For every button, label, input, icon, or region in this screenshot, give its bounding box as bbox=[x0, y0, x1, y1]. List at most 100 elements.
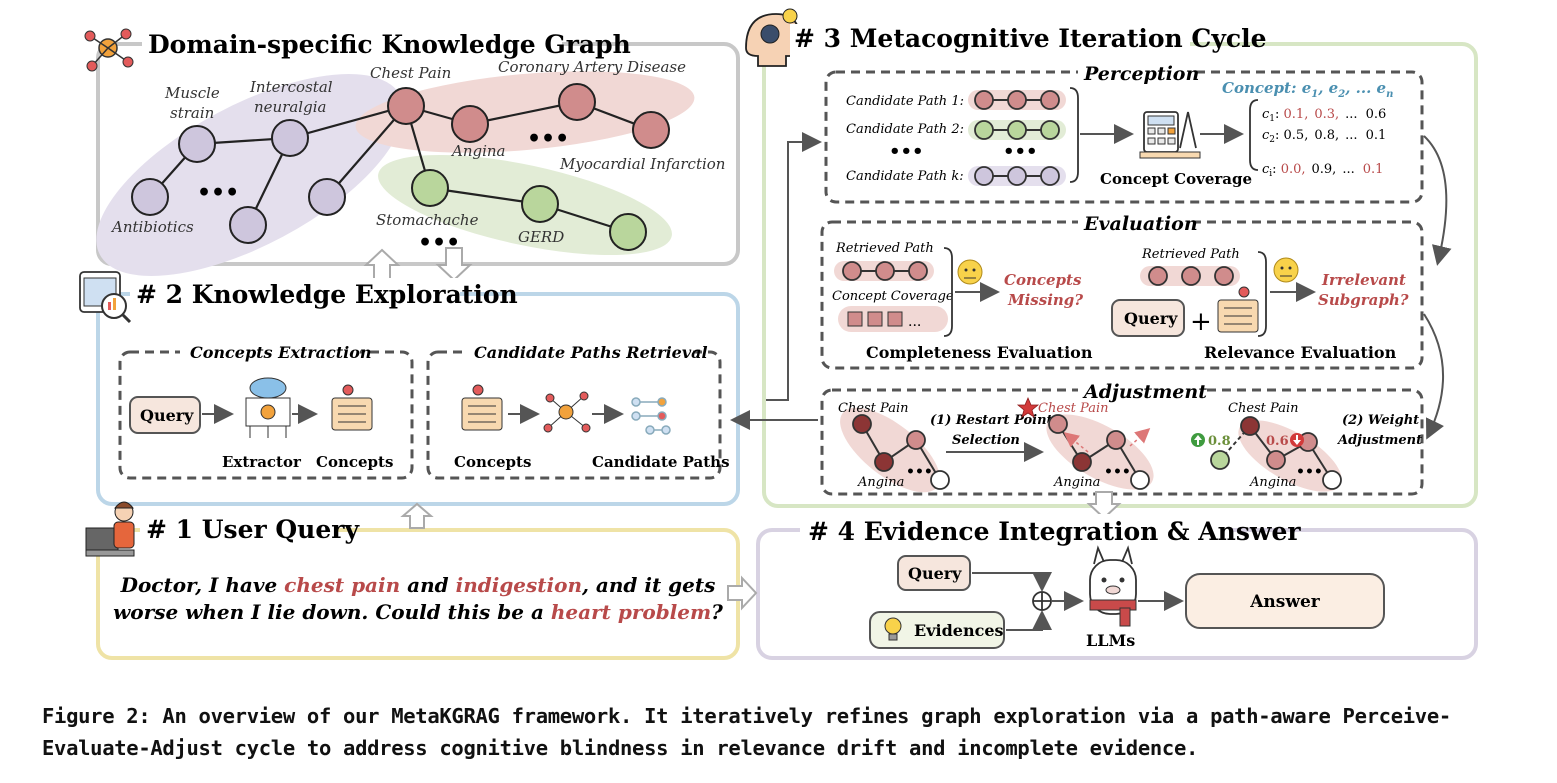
svg-text:Candidate Path 1:: Candidate Path 1: bbox=[846, 94, 964, 109]
svg-text:strain: strain bbox=[170, 104, 214, 122]
exploration-logo-icon bbox=[79, 271, 132, 324]
concept-coverage-label: Concept Coverage bbox=[1100, 170, 1252, 188]
down-hollow-arrow bbox=[435, 247, 473, 282]
concept-matrix: c1: 0.1,0.3,...0.6 c2: 0.5,0.8,...0.1 ci… bbox=[1262, 107, 1386, 179]
framework-diagram: Domain-specific Knowledge Graph ••• ••• … bbox=[79, 8, 1478, 660]
kg-title: Domain-specific Knowledge Graph bbox=[148, 30, 631, 59]
adjust-angina-3: Angina bbox=[1249, 475, 1296, 490]
kg-labels: Muscle strain Intercostal neuralgia Ches… bbox=[110, 58, 725, 246]
svg-text:GERD: GERD bbox=[518, 228, 564, 246]
completeness-label: Completeness Evaluation bbox=[866, 343, 1093, 362]
candidate-paths-label: Candidate Paths bbox=[592, 453, 730, 471]
metacognition-head-icon bbox=[745, 8, 801, 67]
graph-icon bbox=[543, 391, 591, 433]
concepts-label-2: Concepts bbox=[454, 453, 531, 471]
concept-header: Concept: e1, e2, ... en bbox=[1222, 79, 1393, 100]
evidences-box bbox=[869, 611, 1005, 649]
candidate-path-labels: Candidate Path 1: Candidate Path 2: Cand… bbox=[846, 94, 964, 184]
thinking-emoji-icon-2 bbox=[1273, 257, 1299, 283]
path-dots-2: ••• bbox=[1003, 141, 1038, 162]
user-query-title: # 1 User Query bbox=[146, 515, 360, 544]
kg-logo-icon bbox=[84, 28, 134, 72]
exploration-query-box bbox=[129, 396, 201, 434]
llms-label: LLMs bbox=[1086, 631, 1135, 650]
star-icon bbox=[1016, 396, 1040, 418]
thinking-emoji-icon bbox=[957, 259, 983, 285]
user-query-line1: Doctor, I have chest pain and indigestio… bbox=[120, 573, 716, 597]
concepts-missing-2: Missing? bbox=[1007, 291, 1083, 309]
eval-query-text: Query bbox=[1124, 309, 1178, 328]
candidate-paths-retrieval-label: Candidate Paths Retrieval bbox=[474, 343, 708, 362]
extractor-label: Extractor bbox=[222, 453, 302, 471]
extractor-icon bbox=[245, 377, 291, 438]
answer-box bbox=[1185, 573, 1385, 629]
adjust-graph-2: ••• bbox=[1046, 414, 1154, 490]
svg-text:Candidate Path 2:: Candidate Path 2: bbox=[846, 122, 964, 137]
svg-text:•••: ••• bbox=[1296, 464, 1323, 480]
adjustment-label: Adjustment bbox=[1082, 381, 1207, 403]
right-hollow-arrow bbox=[727, 575, 758, 611]
up-value: 0.8 bbox=[1208, 434, 1231, 449]
svg-text:•••: ••• bbox=[1104, 464, 1131, 480]
concepts-missing-1: Concepts bbox=[1004, 271, 1082, 289]
adjust-chest-pain-2: Chest Pain bbox=[1038, 401, 1108, 416]
user-query-line2: worse when I lie down. Could this be a h… bbox=[113, 600, 723, 624]
exploration-title: # 2 Knowledge Exploration bbox=[136, 280, 518, 309]
adjust-graph-1: ••• bbox=[840, 407, 950, 493]
svg-text:Candidate Path k:: Candidate Path k: bbox=[846, 169, 964, 184]
down-weight-icon bbox=[1290, 433, 1304, 447]
weight-label-1: (2) Weight bbox=[1342, 413, 1419, 428]
relevance-label: Relevance Evaluation bbox=[1204, 343, 1397, 362]
to-perception-arrow bbox=[766, 132, 822, 401]
kg-dots-2: ••• bbox=[527, 126, 569, 152]
adjust-angina-1: Angina bbox=[857, 475, 904, 490]
retrieved-path-chip-2 bbox=[1140, 266, 1240, 286]
svg-text:neuralgia: neuralgia bbox=[254, 98, 326, 116]
retrieved-path-label-2: Retrieved Path bbox=[1141, 247, 1240, 262]
concepts-icon-2 bbox=[461, 384, 503, 431]
up-weight-icon bbox=[1191, 433, 1205, 447]
weight-label-2: Adjustment bbox=[1336, 433, 1422, 448]
kg-dots-1: ••• bbox=[197, 180, 239, 206]
concepts-icon bbox=[331, 384, 373, 431]
path-dots-1: ••• bbox=[889, 141, 924, 162]
svg-text:Stomachache: Stomachache bbox=[376, 211, 479, 229]
svg-text:Intercostal: Intercostal bbox=[249, 78, 333, 96]
eval-query-box bbox=[1111, 299, 1185, 337]
candidate-path-k bbox=[968, 166, 1066, 186]
candidate-path-1 bbox=[968, 90, 1066, 110]
svg-text:Angina: Angina bbox=[450, 142, 506, 160]
bulb-icon bbox=[884, 617, 902, 641]
down-value: 0.6 bbox=[1266, 434, 1289, 449]
irrelevant-1: Irrelevant bbox=[1321, 271, 1406, 289]
llama-icon bbox=[1089, 545, 1137, 627]
concepts-extraction-label: Concepts Extraction bbox=[190, 343, 372, 362]
candidate-path-2 bbox=[968, 120, 1066, 140]
evidences-text: Evidences bbox=[914, 621, 1004, 640]
evidence-query-box bbox=[897, 555, 971, 591]
restart-label-1: (1) Restart Point bbox=[930, 413, 1053, 428]
svg-text:ci: 0.0,0.9,...0.1: ci: 0.0,0.9,...0.1 bbox=[1262, 162, 1383, 179]
svg-text:Myocardial Infarction: Myocardial Infarction bbox=[559, 155, 725, 173]
restart-label-2: Selection bbox=[952, 433, 1020, 448]
caption-line-1: Figure 2: An overview of our MetaKGRAG f… bbox=[42, 704, 1451, 728]
svg-text:Muscle: Muscle bbox=[164, 84, 220, 102]
svg-text:Chest Pain: Chest Pain bbox=[370, 64, 451, 82]
purple-region bbox=[96, 74, 404, 276]
plus-sign: + bbox=[1190, 307, 1212, 337]
cycle-title: # 3 Metacognitive Iteration Cycle bbox=[794, 24, 1266, 53]
svg-text:Antibiotics: Antibiotics bbox=[110, 218, 194, 236]
concepts-icon-3 bbox=[1217, 286, 1259, 333]
up-hollow-arrow-2 bbox=[400, 502, 434, 529]
oplus-icon bbox=[1032, 591, 1052, 611]
irrelevant-2: Subgraph? bbox=[1318, 291, 1409, 309]
figure-caption: Figure 2: An overview of our MetaKGRAG f… bbox=[42, 700, 1522, 764]
svg-text:•••: ••• bbox=[906, 464, 933, 480]
svg-text:c2: 0.5,0.8,...0.1: c2: 0.5,0.8,...0.1 bbox=[1262, 128, 1386, 145]
evidence-title: # 4 Evidence Integration & Answer bbox=[808, 517, 1301, 546]
svg-text:Coronary Artery Disease: Coronary Artery Disease bbox=[498, 58, 686, 76]
evidence-query-text: Query bbox=[908, 564, 962, 583]
adjust-chest-pain-1: Chest Pain bbox=[838, 401, 908, 416]
answer-text: Answer bbox=[1249, 592, 1321, 612]
svg-text:...: ... bbox=[908, 314, 921, 330]
